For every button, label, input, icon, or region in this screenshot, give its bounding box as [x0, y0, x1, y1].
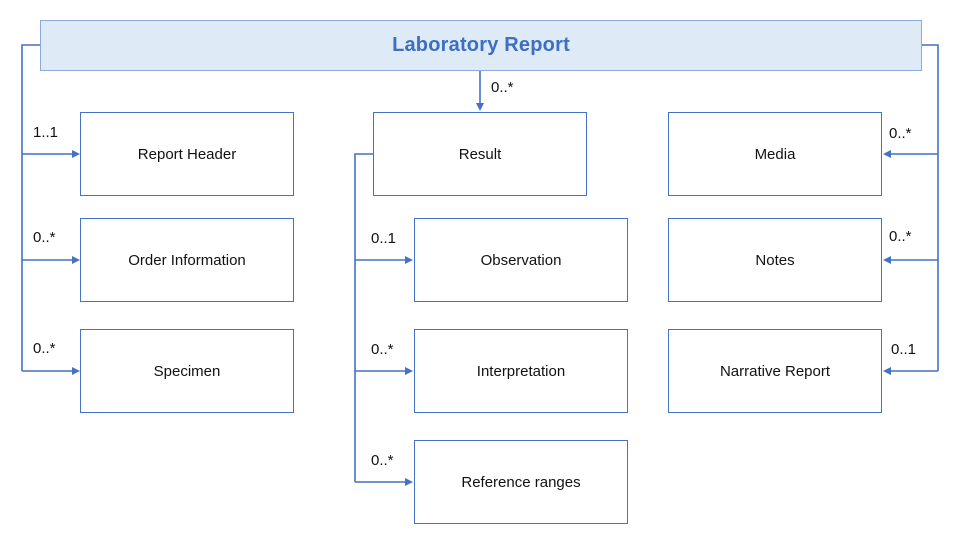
- node-media: Media: [668, 112, 882, 196]
- node-notes: Notes: [668, 218, 882, 302]
- node-reference-ranges: Reference ranges: [414, 440, 628, 524]
- cardinality-order-information: 0..*: [33, 229, 56, 246]
- node-narrative-report: Narrative Report: [668, 329, 882, 413]
- node-label: Notes: [755, 251, 795, 269]
- cardinality-report-header: 1..1: [33, 124, 59, 141]
- node-result: Result: [373, 112, 587, 196]
- connector-result-rail: [354, 153, 373, 482]
- cardinality-specimen: 0..*: [33, 340, 56, 357]
- connector-left-rail: [21, 44, 40, 371]
- node-label: Specimen: [153, 362, 221, 380]
- node-laboratory-report: Laboratory Report: [40, 20, 922, 71]
- node-interpretation: Interpretation: [414, 329, 628, 413]
- cardinality-reference-ranges: 0..*: [371, 452, 394, 469]
- node-label: Reference ranges: [461, 473, 581, 491]
- node-label: Interpretation: [476, 362, 566, 380]
- cardinality-result: 0..*: [491, 79, 514, 96]
- node-observation: Observation: [414, 218, 628, 302]
- cardinality-interpretation: 0..*: [371, 341, 394, 358]
- node-report-header: Report Header: [80, 112, 294, 196]
- node-label: Report Header: [137, 145, 237, 163]
- cardinality-observation: 0..1: [371, 230, 397, 247]
- diagram-title: Laboratory Report: [392, 34, 570, 56]
- cardinality-narrative-report: 0..1: [891, 341, 917, 358]
- cardinality-media: 0..*: [889, 125, 912, 142]
- node-label: Narrative Report: [719, 362, 831, 380]
- node-specimen: Specimen: [80, 329, 294, 413]
- node-label: Order Information: [128, 251, 246, 269]
- cardinality-notes: 0..*: [889, 228, 912, 245]
- connector-right-rail: [922, 44, 939, 371]
- node-label: Media: [754, 145, 796, 163]
- node-label: Observation: [480, 251, 562, 269]
- node-label: Result: [458, 145, 502, 163]
- node-order-information: Order Information: [80, 218, 294, 302]
